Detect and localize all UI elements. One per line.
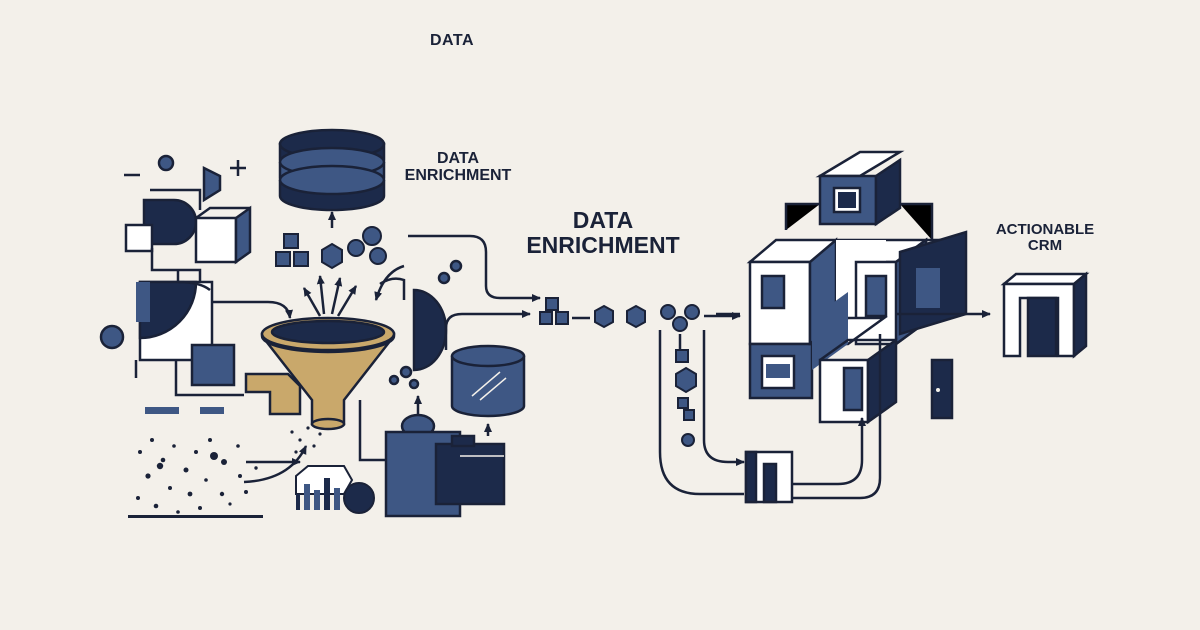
mini-chart-icon xyxy=(295,465,375,514)
plus-icon xyxy=(230,160,246,176)
vertical-token-column xyxy=(675,349,697,447)
center-label: DATA ENRICHMENT xyxy=(520,208,686,258)
crm-output-icon xyxy=(896,271,1090,359)
database-label-line-2: ENRICHMENT xyxy=(404,167,512,185)
database-stack-icon xyxy=(278,128,386,228)
source-flag-icon xyxy=(202,165,222,203)
funnel-side-arrows xyxy=(374,259,463,372)
main-flow-lines xyxy=(408,234,541,350)
source-blocks xyxy=(99,154,293,414)
database-label-line-1: DATA xyxy=(436,150,480,167)
processing-building xyxy=(746,150,968,425)
source-box-front xyxy=(194,216,238,264)
center-label-line-1: DATA xyxy=(572,207,634,233)
data-tokens xyxy=(275,226,387,270)
center-label-line-2: ENRICHMENT xyxy=(526,231,680,258)
output-label-line-2: CRM xyxy=(1027,237,1063,255)
source-quarter-shape xyxy=(138,280,198,340)
top-label: DATA xyxy=(430,32,475,49)
database-label: DATA ENRICHMENT xyxy=(398,150,518,185)
center-token-stream xyxy=(539,297,700,332)
source-small-square xyxy=(124,223,154,253)
half-disc-shape xyxy=(412,288,448,372)
data-particles xyxy=(128,426,322,518)
source-accent-bar xyxy=(136,282,150,322)
source-dash-2 xyxy=(200,407,224,414)
document-folders xyxy=(358,365,506,518)
output-label-line-1: ACTIONABLE xyxy=(995,221,1095,238)
source-dot-icon xyxy=(157,154,175,172)
output-label: ACTIONABLE CRM xyxy=(986,221,1104,255)
center-connectors xyxy=(572,312,745,496)
storage-cylinder-icon xyxy=(450,344,526,436)
source-navy-square xyxy=(190,343,236,387)
source-box-side xyxy=(234,205,252,265)
gate-icon xyxy=(716,312,882,504)
source-left-dot-icon xyxy=(99,324,125,350)
funnel-icon xyxy=(244,275,396,431)
source-dash-1 xyxy=(145,407,179,414)
particle-flow-arrows xyxy=(243,445,308,484)
